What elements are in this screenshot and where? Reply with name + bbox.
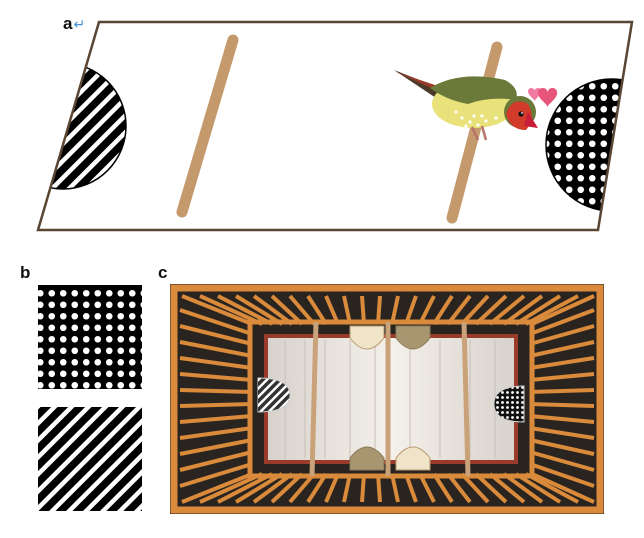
dot-stimulus-right	[545, 78, 632, 212]
panel-label-a: a↵	[63, 14, 85, 34]
finch-bird-icon	[394, 70, 538, 141]
panel-label-c: c	[158, 263, 168, 282]
photo-stripe-stimulus	[257, 377, 291, 413]
stripe-stimulus-left	[38, 62, 127, 190]
cage-outline	[36, 20, 634, 232]
photo-perches	[309, 321, 471, 477]
heart-icon-large	[538, 88, 558, 108]
photo-dot-stimulus	[493, 385, 525, 423]
panel-a-cage-diagram	[36, 20, 634, 232]
perch-left	[176, 34, 239, 218]
panel-b-stimuli	[38, 285, 142, 511]
heart-icon-small	[528, 88, 542, 102]
return-mark-icon: ↵	[73, 16, 86, 32]
feeder-cups	[349, 325, 431, 471]
dot-pattern-swatch	[38, 285, 142, 389]
panel-label-b: b	[20, 263, 31, 282]
panel-a-letter: a	[63, 14, 73, 33]
panel-c-cage-photo	[170, 284, 604, 514]
cage-bars	[179, 294, 595, 504]
stripe-pattern-swatch	[38, 407, 142, 511]
